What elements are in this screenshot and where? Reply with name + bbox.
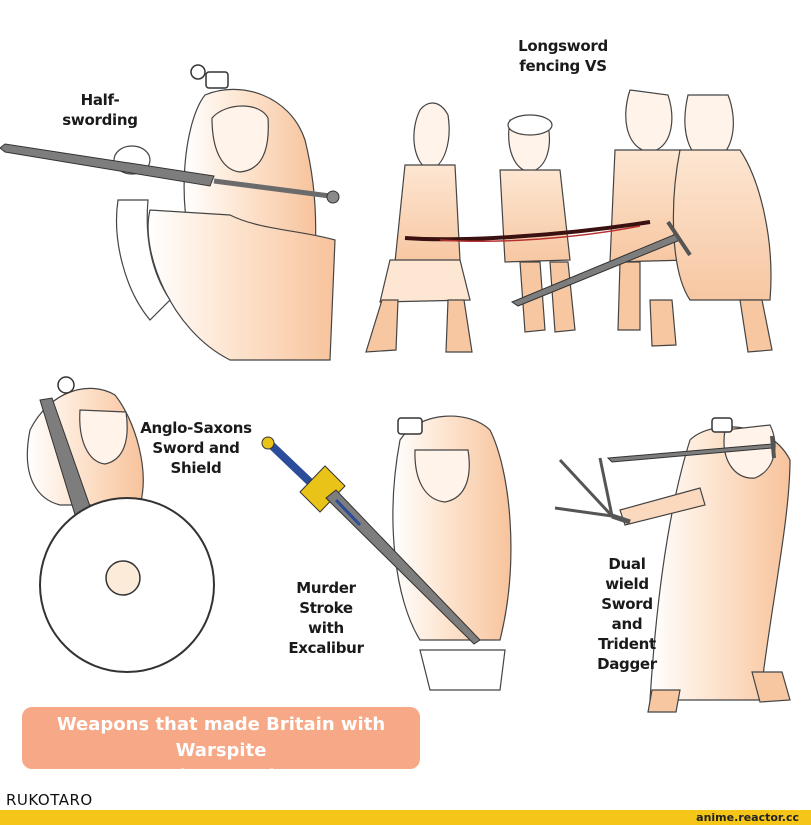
caption-anglo-saxon-line1: Anglo-Saxons bbox=[140, 419, 252, 437]
footer-bar: anime.reactor.cc bbox=[0, 810, 811, 825]
trident-dagger bbox=[554, 457, 631, 525]
anglo-saxon-figure bbox=[26, 376, 215, 673]
caption-dual-wield: Dual wield Sword and Trident Dagger bbox=[585, 554, 669, 674]
caption-murder-stroke-line1: Murder Stroke bbox=[296, 579, 356, 617]
caption-half-swording: Half-swording bbox=[62, 91, 138, 129]
caption-murder-stroke: Murder Stroke with Excalibur bbox=[272, 578, 380, 658]
artist-signature: RUKOTARO bbox=[6, 791, 93, 809]
caption-murder-stroke-line2: with Excalibur bbox=[288, 619, 364, 657]
title-banner: Weapons that made Britain with Warspite … bbox=[22, 707, 420, 787]
caption-anglo-saxon: Anglo-Saxons Sword and Shield bbox=[134, 418, 258, 478]
murder-stroke-figure bbox=[392, 415, 512, 691]
title-banner-line2: The Sword bbox=[167, 766, 275, 787]
site-link[interactable]: anime.reactor.cc bbox=[696, 811, 799, 824]
caption-longsword-vs: Longsword fencing VS bbox=[518, 37, 608, 75]
fencer-center bbox=[499, 114, 576, 333]
caption-dual-wield-line3: Trident bbox=[598, 635, 656, 653]
caption-dual-wield-line4: Dagger bbox=[597, 655, 657, 673]
fencer-left bbox=[365, 102, 473, 353]
longsword bbox=[510, 220, 692, 307]
dual-wield-figure bbox=[619, 417, 791, 713]
caption-dual-wield-line1: Dual wield bbox=[605, 555, 649, 593]
excalibur bbox=[261, 436, 481, 645]
dual-wield-sword bbox=[606, 435, 776, 463]
fencer-right-pair bbox=[609, 89, 773, 353]
title-banner-line1: Weapons that made Britain with Warspite bbox=[56, 714, 386, 761]
caption-anglo-saxon-line2: Sword and Shield bbox=[152, 439, 240, 477]
caption-dual-wield-line2: Sword and bbox=[601, 595, 653, 633]
katana bbox=[404, 220, 651, 242]
half-swording-sword bbox=[0, 143, 340, 204]
half-swording-figure bbox=[113, 64, 336, 361]
